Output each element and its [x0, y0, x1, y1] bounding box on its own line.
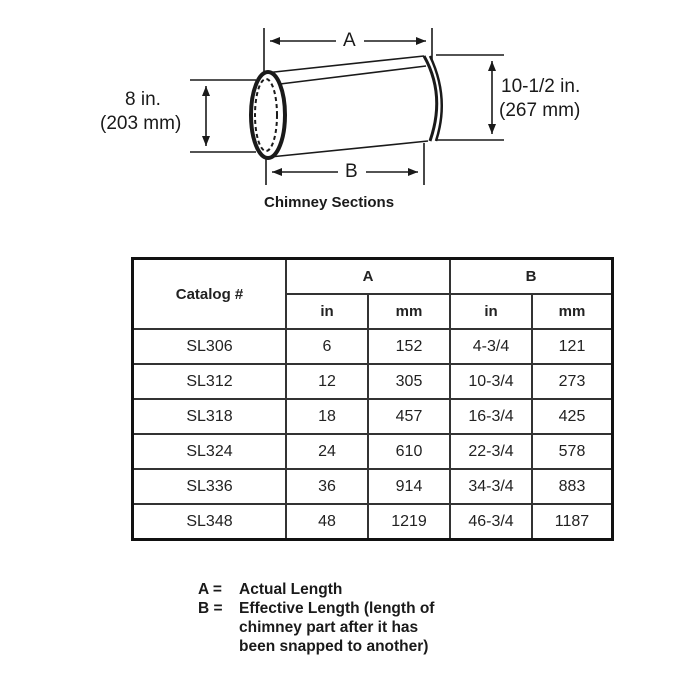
b-in-cell: 16-3/4	[449, 398, 533, 435]
a-mm-cell: 610	[367, 433, 451, 470]
right-diameter-mm: (267 mm)	[499, 100, 581, 121]
a-mm-cell: 457	[367, 398, 451, 435]
b-in-cell: 4-3/4	[449, 328, 533, 365]
table-row: SL324 24 610 22-3/4 578	[131, 433, 614, 470]
left-diameter-mm: (203 mm)	[100, 113, 182, 134]
table-row: SL348 48 1219 46-3/4 1187	[131, 503, 614, 541]
legend-item-b: B = Effective Length (length of chimney …	[198, 599, 434, 656]
b-mm-header: mm	[531, 293, 614, 330]
a-in-cell: 48	[285, 503, 369, 541]
a-in-cell: 6	[285, 328, 369, 365]
b-in-cell: 10-3/4	[449, 363, 533, 400]
b-in-cell: 46-3/4	[449, 503, 533, 541]
catalog-cell: SL336	[131, 468, 287, 505]
b-in-cell: 22-3/4	[449, 433, 533, 470]
b-in-cell: 34-3/4	[449, 468, 533, 505]
table-row: SL306 6 152 4-3/4 121	[131, 328, 614, 365]
right-diameter-inches: 10-1/2 in.	[501, 76, 581, 97]
chimney-pipe-illustration	[190, 28, 504, 185]
b-mm-cell: 425	[531, 398, 614, 435]
dimension-a-label: A	[343, 30, 356, 51]
dimension-b-label: B	[345, 161, 358, 182]
legend-key: B =	[198, 600, 223, 617]
legend-key: A =	[198, 581, 222, 598]
catalog-cell: SL318	[131, 398, 287, 435]
a-mm-cell: 152	[367, 328, 451, 365]
catalog-cell: SL324	[131, 433, 287, 470]
a-in-cell: 36	[285, 468, 369, 505]
table-subheader-row: in mm in mm	[133, 293, 614, 330]
a-mm-header: mm	[367, 293, 451, 330]
a-in-cell: 24	[285, 433, 369, 470]
a-in-cell: 12	[285, 363, 369, 400]
a-mm-cell: 914	[367, 468, 451, 505]
table-row: SL336 36 914 34-3/4 883	[131, 468, 614, 505]
b-in-header: in	[449, 293, 533, 330]
chimney-section-diagram: A B 8 in. (203 mm) 10-1/2 in. (267 mm)	[0, 0, 700, 230]
catalog-cell: SL348	[131, 503, 287, 541]
legend-text: Actual Length	[239, 581, 343, 598]
b-mm-cell: 883	[531, 468, 614, 505]
table-row: SL318 18 457 16-3/4 425	[131, 398, 614, 435]
catalog-cell: SL306	[131, 328, 287, 365]
a-in-header: in	[285, 293, 369, 330]
b-mm-cell: 121	[531, 328, 614, 365]
legend-text: been snapped to another)	[239, 638, 429, 655]
legend: A = Actual Length B = Effective Length (…	[198, 580, 434, 656]
a-mm-cell: 305	[367, 363, 451, 400]
legend-item-a: A = Actual Length	[198, 580, 434, 599]
catalog-cell: SL312	[131, 363, 287, 400]
diagram-caption: Chimney Sections	[264, 194, 395, 211]
legend-text: Effective Length (length of	[239, 600, 435, 617]
a-in-cell: 18	[285, 398, 369, 435]
left-diameter-inches: 8 in.	[125, 89, 161, 110]
table-row: SL312 12 305 10-3/4 273	[131, 363, 614, 400]
table-header-row: Catalog # A B	[131, 257, 614, 330]
group-b-header: B	[449, 257, 614, 295]
a-mm-cell: 1219	[367, 503, 451, 541]
chimney-sections-table: Catalog # A B in mm in mm SL306 6 152 4-…	[131, 257, 614, 541]
legend-text: chimney part after it has	[239, 619, 419, 636]
b-mm-cell: 1187	[531, 503, 614, 541]
b-mm-cell: 273	[531, 363, 614, 400]
b-mm-cell: 578	[531, 433, 614, 470]
catalog-column-header: Catalog #	[131, 257, 287, 330]
group-a-header: A	[285, 257, 451, 295]
